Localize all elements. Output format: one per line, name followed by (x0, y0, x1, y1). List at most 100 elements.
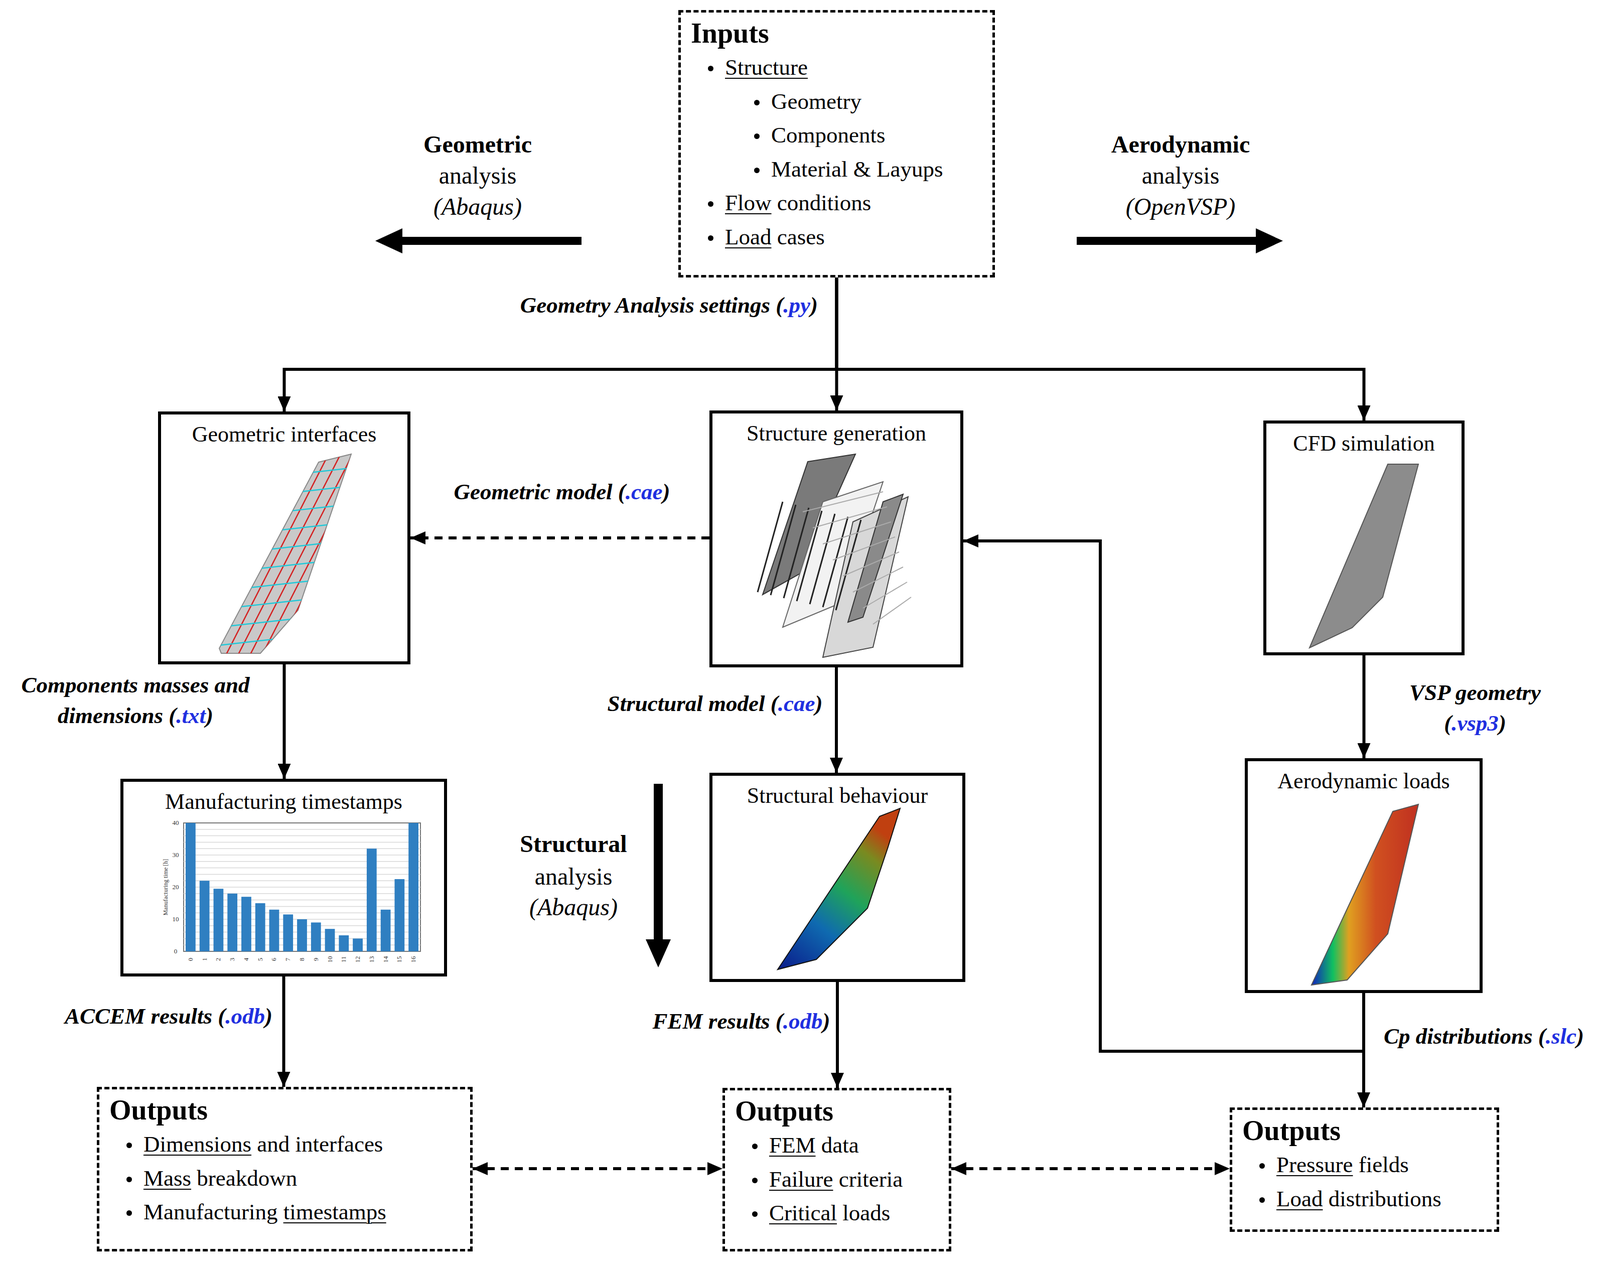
grid-line (200, 464, 382, 485)
rib-line (842, 551, 900, 576)
analysis-label: (Abaqus) (529, 892, 618, 922)
bar (380, 909, 391, 952)
arrow-shaft (1076, 236, 1260, 245)
bullet-item: Components (752, 118, 983, 153)
rib-line (873, 597, 912, 625)
box-title: Structure generation (721, 419, 952, 448)
chart-label: 30 (172, 850, 180, 859)
box-heading: Outputs (1242, 1112, 1487, 1148)
bullet-item: Structure (705, 50, 983, 85)
grid-line (191, 449, 308, 675)
bullet-dot (707, 201, 714, 207)
grid-line (200, 518, 382, 539)
connector (836, 277, 1365, 421)
chart-label: 1 (200, 957, 209, 962)
grid-line (183, 860, 421, 862)
wing-exploded (757, 454, 912, 658)
chart-label: 15 (395, 956, 404, 963)
bullet-item: Load distributions (1257, 1182, 1487, 1217)
chart-label: 6 (270, 957, 279, 962)
box-title: Geometric interfaces (170, 420, 399, 449)
grid-line (251, 449, 368, 675)
bullet-item: Manufacturing timestamps (124, 1195, 461, 1230)
chart-label: 20 (172, 883, 180, 892)
grid-line (183, 874, 421, 876)
bar (408, 822, 419, 952)
bullet-dot (754, 133, 760, 139)
bullet-dot (752, 1211, 758, 1217)
chart-label: 13 (367, 956, 376, 963)
box-heading: Outputs (109, 1092, 461, 1128)
bar (394, 879, 405, 952)
grid-line (200, 591, 382, 612)
process-box: Aerodynamic loads (1244, 758, 1483, 993)
chart-label: 10 (172, 915, 180, 924)
box-title: CFD simulation (1275, 429, 1453, 458)
chart-label: 7 (283, 957, 293, 962)
bar (366, 848, 377, 952)
wing-cfd (1309, 464, 1419, 648)
chart-label: 0 (174, 947, 178, 956)
grid-line (183, 867, 421, 869)
bullet-dot (752, 1143, 758, 1149)
spar-line (770, 504, 796, 596)
bullet-item: Geometry (752, 84, 983, 119)
bullet-dot (754, 99, 760, 106)
spar-line (835, 519, 861, 611)
chart-label: 40 (172, 818, 180, 827)
grid-line (131, 449, 247, 675)
analysis-label: (Abaqus) (433, 192, 522, 222)
arrow-head (375, 228, 403, 254)
grid-line (183, 841, 421, 843)
arrow-shaft (398, 236, 582, 245)
bar (282, 914, 294, 952)
bar (311, 922, 322, 952)
arrow-head (1255, 228, 1283, 254)
connector (282, 976, 286, 1087)
grid-line (200, 446, 382, 467)
grid-line (183, 880, 421, 882)
analysis-label: Structural (519, 829, 627, 859)
process-box: CFD simulation (1263, 420, 1465, 656)
grid-line (183, 886, 421, 888)
bullet-item: Load cases (705, 220, 983, 255)
wing-pressure (1311, 804, 1419, 985)
spar-line (796, 510, 822, 602)
chart-label: 12 (353, 956, 362, 963)
chart-label: 3 (228, 957, 237, 962)
chart-label: 0 (186, 957, 195, 962)
rib-line (802, 491, 884, 512)
analysis-label: analysis (439, 161, 517, 191)
connector (834, 667, 838, 773)
bullet-item: Critical loads (750, 1196, 939, 1231)
analysis-label: analysis (534, 861, 613, 892)
chart-box: Manufacturing timestamps (120, 778, 448, 977)
outputs-box: OutputsPressure fieldsLoad distributions (1229, 1107, 1500, 1232)
edge-label: Components masses and dimensions (.txt) (10, 669, 261, 732)
grid-line (183, 847, 421, 849)
bar (325, 928, 336, 952)
bar (227, 893, 238, 952)
bullet-dot (126, 1176, 132, 1183)
rib-line (812, 506, 888, 528)
analysis-label: Aerodynamic (1111, 129, 1250, 160)
edge-label: VSP geometry (.vsp3) (1377, 677, 1573, 739)
grid-line (263, 449, 380, 675)
plot-frame (183, 822, 421, 952)
skin-panel (847, 494, 904, 623)
chart-label: Manufacturing time [h] (162, 858, 170, 916)
spars (757, 491, 912, 625)
box-heading: Outputs (735, 1093, 939, 1129)
grid-line (183, 835, 421, 837)
bar (269, 909, 280, 952)
process-box: Structure generation (709, 410, 964, 668)
grid-line (167, 449, 283, 675)
box-title: Aerodynamic loads (1256, 767, 1471, 795)
grid-line (95, 449, 211, 675)
wing-grid (95, 446, 382, 675)
bullet-item: Mass breakdown (124, 1161, 461, 1196)
bar (255, 903, 266, 952)
box-title: Manufacturing timestamps (132, 787, 435, 816)
edge-label: Geometric model (.cae) (451, 476, 673, 508)
box-title: Structural behaviour (721, 781, 954, 810)
